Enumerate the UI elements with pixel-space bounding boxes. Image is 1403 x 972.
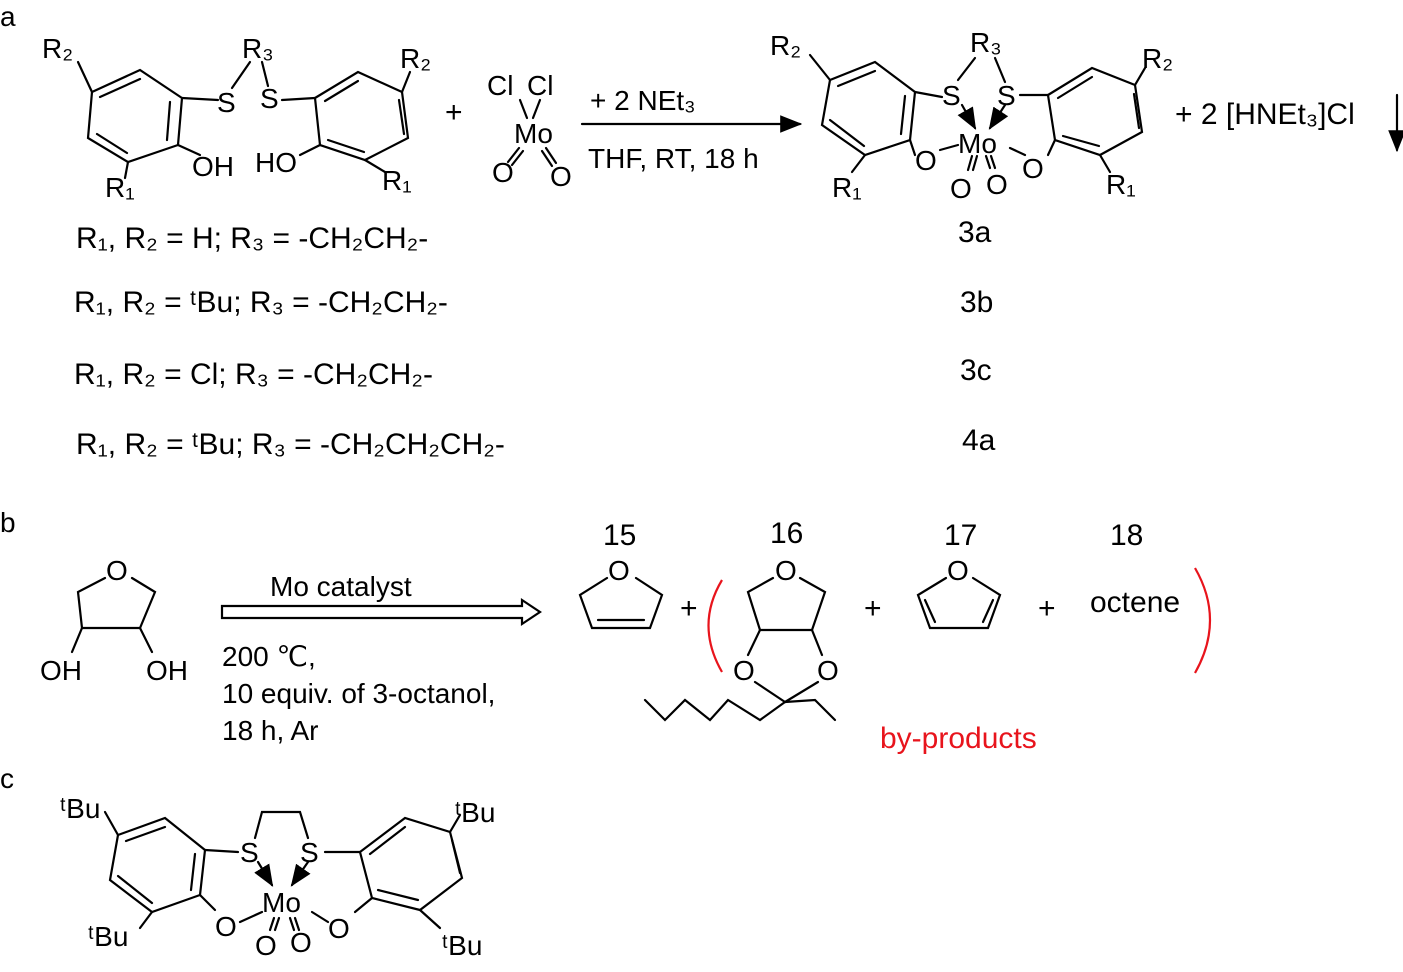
oxygen-label: O [915,145,937,176]
compound-number: 3c [960,354,992,387]
compound-number: 3b [960,286,993,319]
tert-butyl-label: ᵗBu [455,797,495,828]
compound-number: 18 [1110,519,1143,552]
hollow-reaction-arrow [220,597,542,627]
ligand-reactant: R₂ R₃ R₂ S S OH HO R₁ R₁ [42,33,431,203]
panel-label-b: b [0,507,16,538]
hydroxyl-label: HO [255,147,297,178]
product-16-acetal: 16 O O O [643,517,839,722]
mo-complex-4a: ᵗBu ᵗBu ᵗBu ᵗBu S S Mo O O O O [60,793,495,961]
octene-label: octene [1090,586,1180,619]
byproduct-label: + 2 [HNEt₃]Cl [1175,98,1355,131]
oxo-label: O [986,169,1008,200]
r2-label: R₂ [770,30,801,61]
molybdenum-label: Mo [958,128,997,159]
tert-butyl-label: ᵗBu [442,930,482,961]
compound-number: 4a [962,424,996,457]
oxygen-label: O [492,157,514,188]
sulfur-label: S [300,837,319,868]
r1-label: R₁ [1106,169,1136,200]
diol-substrate: O OH OH [40,555,188,686]
open-paren [707,579,723,673]
hydroxyl-label: OH [192,151,234,182]
chlorine-label: Cl [487,70,513,101]
oxo-label: O [290,927,312,958]
catalyst-label: Mo catalyst [270,571,412,602]
oxygen-label: O [947,555,969,586]
moo2cl2-reagent: Cl Cl Mo O O [487,70,572,192]
compound-number: 15 [603,519,636,552]
sulfur-label: S [217,87,236,118]
oxygen-label: O [817,655,839,686]
r2-label: R₂ [400,43,431,74]
oxygen-label: O [215,911,237,942]
hydroxyl-label: OH [146,655,188,686]
oxygen-label: O [106,555,128,586]
panel-label-a: a [0,1,16,32]
r2-label: R₂ [1142,43,1173,74]
oxo-label: O [255,930,277,961]
chlorine-label: Cl [527,70,553,101]
r1-label: R₁ [105,172,135,203]
r1-label: R₁ [832,172,862,203]
r3-label: R₃ [970,27,1002,58]
molybdenum-label: Mo [262,887,301,918]
r1-label: R₁ [382,165,412,196]
conditions-label: THF, RT, 18 h [588,143,759,174]
oxygen-label: O [608,555,630,586]
oxygen-label: O [550,161,572,192]
mo-complex-product: R₂ R₃ R₂ S S Mo O O O O R₁ R₁ [770,27,1173,204]
plus-sign: + [864,592,882,625]
compound-number: 17 [944,519,977,552]
sulfur-label: S [942,80,961,111]
oxo-label: O [950,173,972,204]
oxygen-label: O [775,555,797,586]
compound-number: 16 [770,517,803,550]
tert-butyl-label: ᵗBu [88,921,128,952]
variant-substituents: R₁, R₂ = ᵗBu; R₃ = -CH₂CH₂CH₂- [76,428,505,461]
variant-substituents: R₁, R₂ = ᵗBu; R₃ = -CH₂CH₂- [74,286,448,319]
byproducts-label: by-products [880,722,1037,755]
plus-sign: + [680,592,698,625]
molybdenum-label: Mo [514,118,553,149]
panel-label-c: c [0,763,14,794]
oxygen-label: O [1022,153,1044,184]
r2-label: R₂ [42,33,73,64]
tert-butyl-label: ᵗBu [60,793,100,824]
condition-line: 18 h, Ar [222,715,319,746]
close-paren [1194,567,1211,674]
sulfur-label: S [240,837,259,868]
plus-sign: + [445,96,463,129]
compound-number: 3a [958,216,992,249]
oxygen-label: O [328,913,350,944]
hydroxyl-label: OH [40,655,82,686]
oxygen-label: O [733,655,755,686]
sulfur-label: S [997,80,1016,111]
product-17-furan: 17 O [916,519,1002,630]
variant-substituents: R₁, R₂ = H; R₃ = -CH₂CH₂- [76,222,428,255]
sulfur-label: S [260,83,279,114]
plus-sign: + [1038,592,1056,625]
r3-label: R₃ [242,33,274,64]
reagent-label: + 2 NEt₃ [590,85,696,116]
product-15-dihydrofuran: 15 O [578,519,664,630]
condition-line: 10 equiv. of 3-octanol, [222,678,495,709]
condition-line: 200 ℃, [222,641,316,672]
variant-substituents: R₁, R₂ = Cl; R₃ = -CH₂CH₂- [74,358,433,391]
